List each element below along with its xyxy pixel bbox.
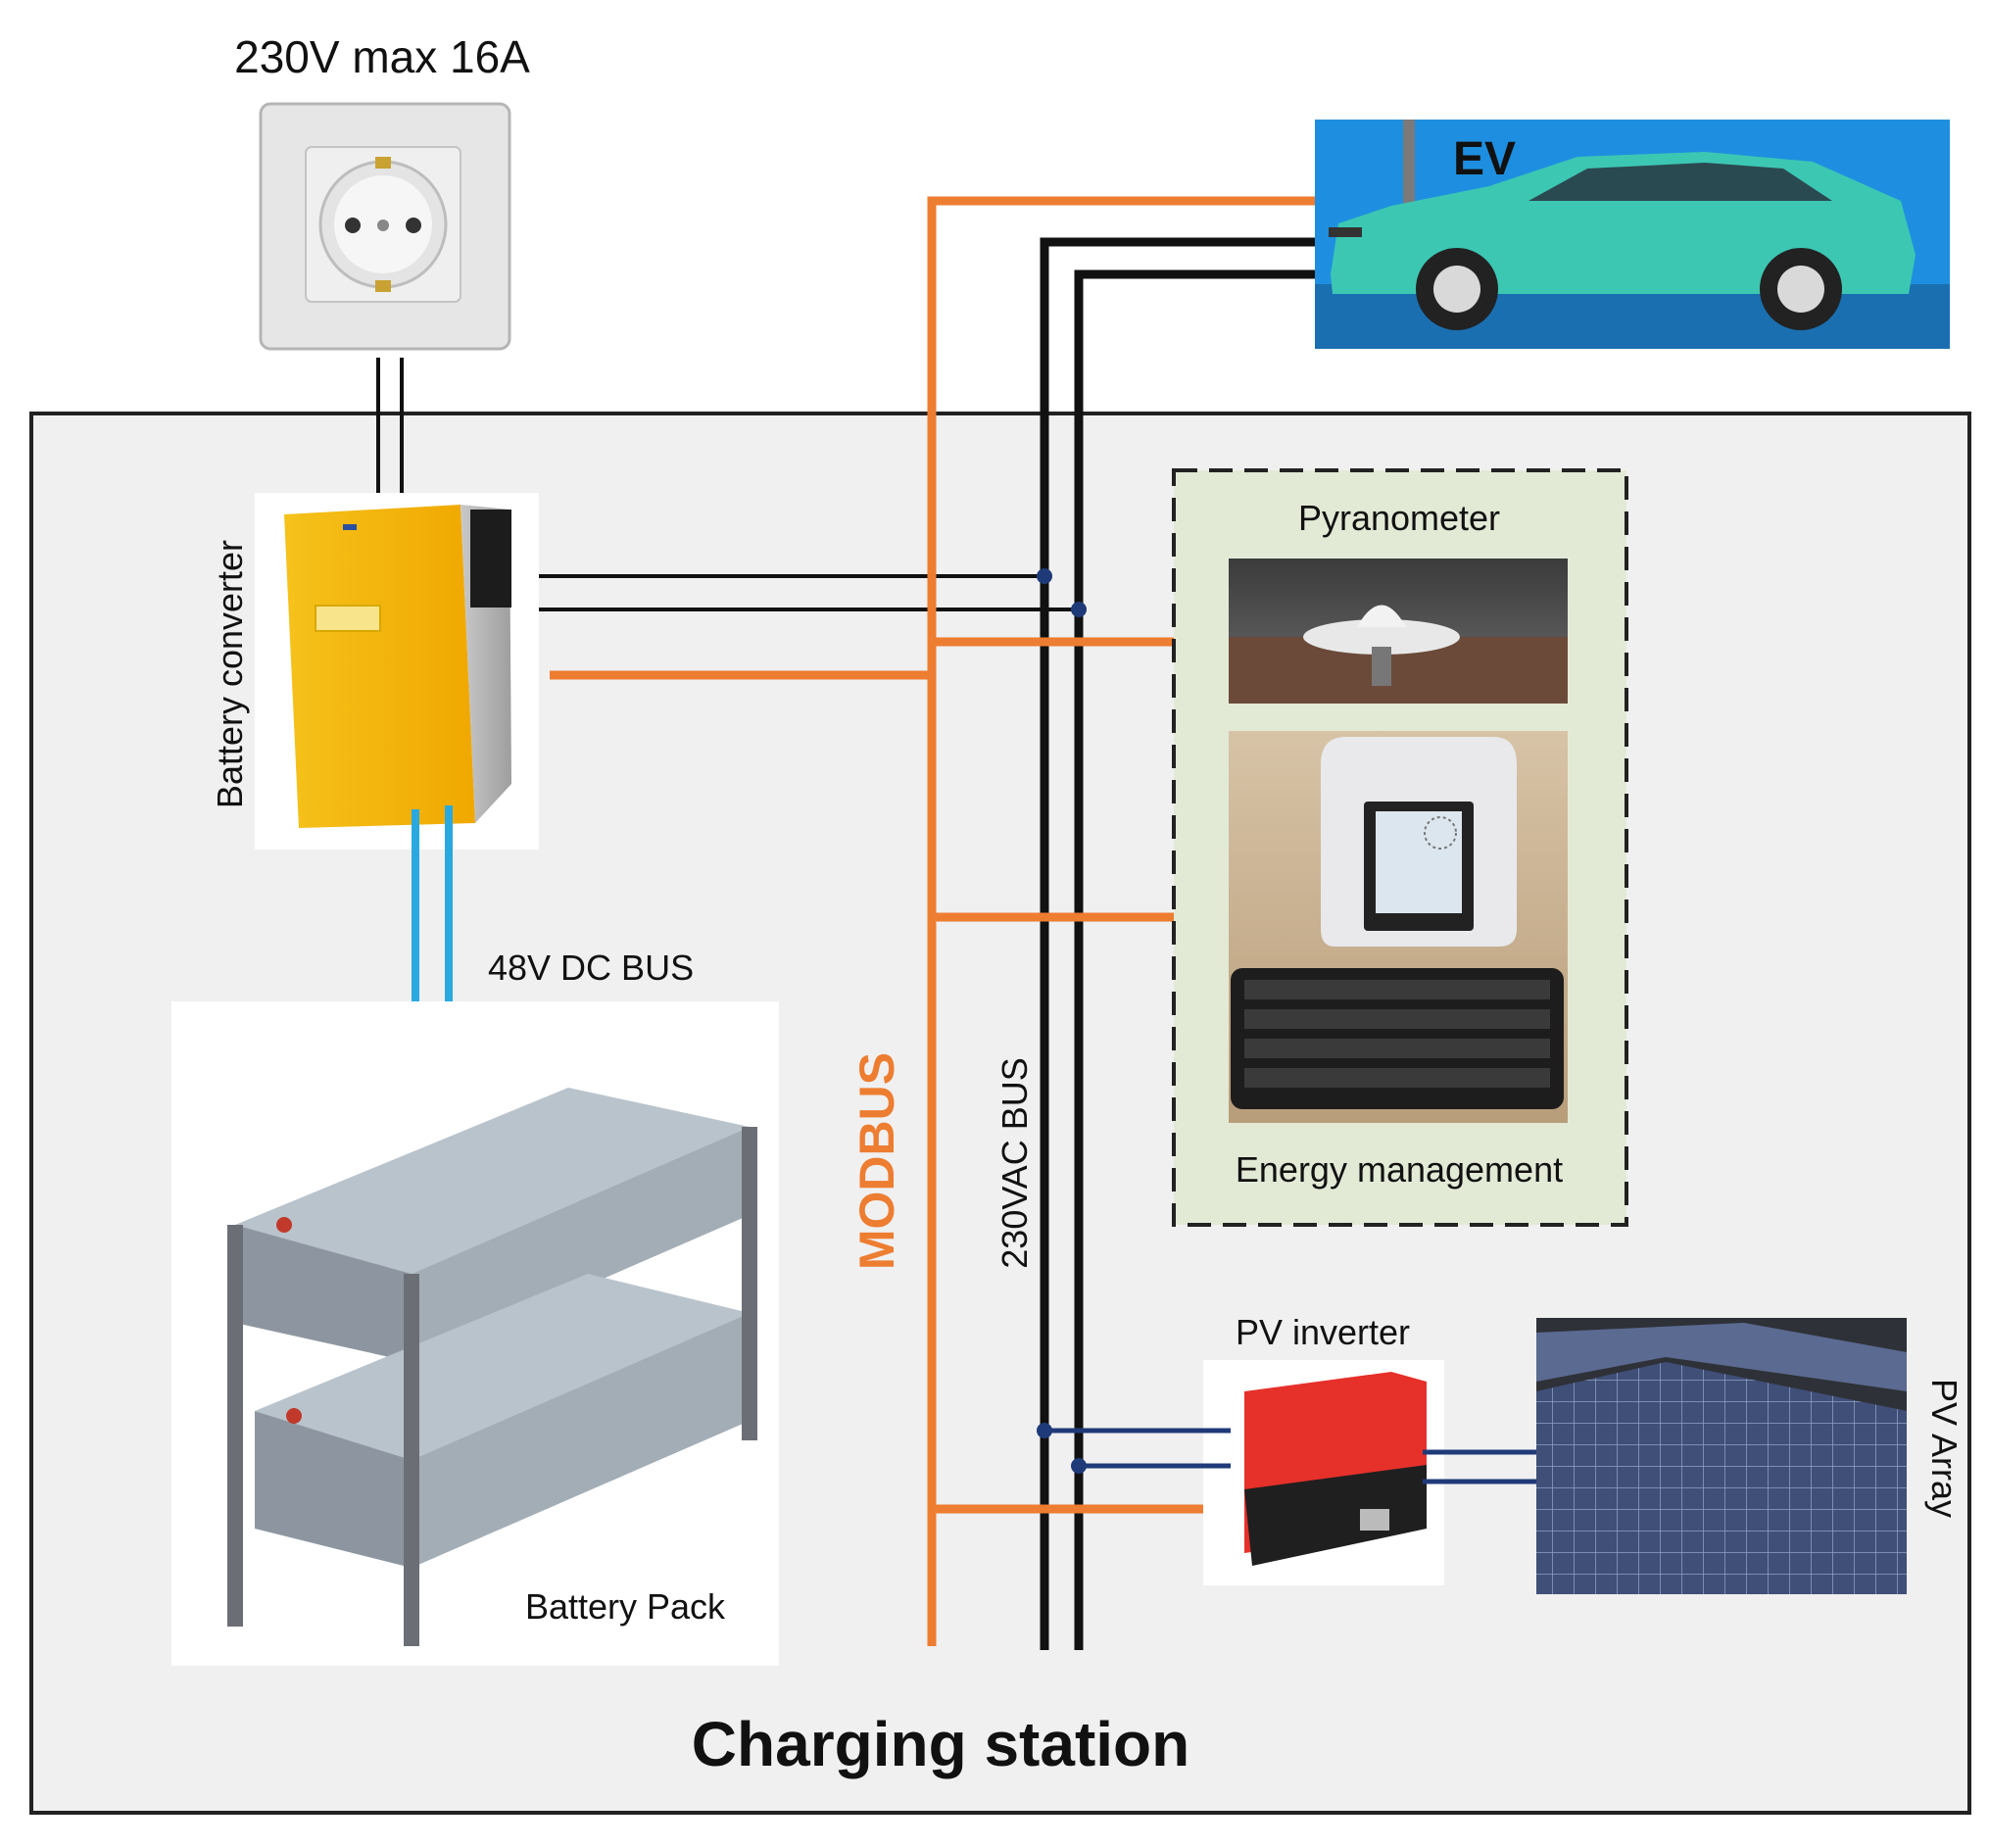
pv-array-dc-links xyxy=(1423,1449,1538,1484)
junction-dot xyxy=(1071,602,1087,617)
battery-converter-label: Battery converter xyxy=(210,540,250,808)
battery-pack-label: Battery Pack xyxy=(525,1586,726,1627)
grid-label: 230V max 16A xyxy=(234,31,530,82)
pyranometer-image xyxy=(1229,559,1568,704)
pv-inverter-image xyxy=(1203,1360,1444,1585)
pyranometer-label: Pyranometer xyxy=(1298,498,1500,538)
battery-converter-image xyxy=(255,493,539,850)
pv-inverter-ac-links xyxy=(1044,1428,1231,1469)
charging-station-title: Charging station xyxy=(692,1709,1189,1779)
ac-bus-label: 230VAC BUS xyxy=(994,1057,1035,1268)
energy-management-label: Energy management xyxy=(1236,1149,1563,1190)
ev-image xyxy=(1315,120,1950,349)
energy-management-image xyxy=(1229,731,1568,1123)
pv-array-image xyxy=(1536,1318,1907,1594)
ev-label: EV xyxy=(1453,133,1516,185)
junction-dot xyxy=(1037,568,1052,584)
wall-socket xyxy=(259,102,511,351)
ac-bus-lines xyxy=(527,237,1315,1650)
battery-pack-image xyxy=(171,1001,779,1666)
pv-array-label: PV Array xyxy=(1924,1379,1965,1518)
pv-inverter-label: PV inverter xyxy=(1236,1312,1410,1352)
modbus-label: MODBUS xyxy=(849,1052,904,1270)
dc-bus-label: 48V DC BUS xyxy=(488,948,694,988)
